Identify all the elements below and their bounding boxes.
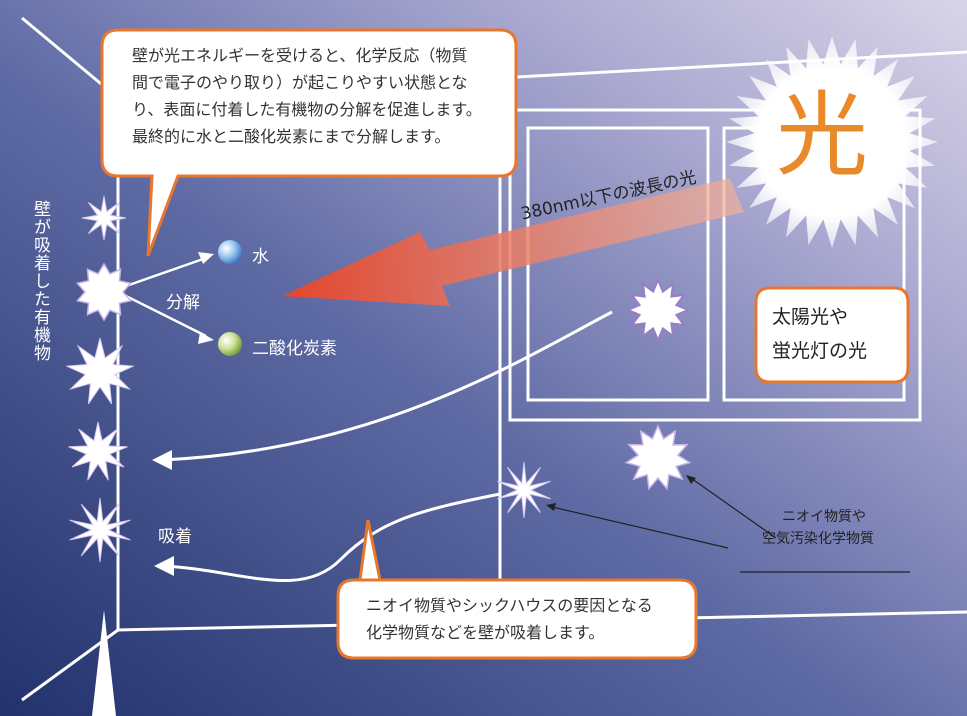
callout-adsorption-text: ニオイ物質やシックハウスの要因となる 化学物質などを壁が吸着します。 — [366, 592, 653, 646]
callout-light-text: 太陽光や 蛍光灯の光 — [772, 300, 867, 368]
callout-reaction-line: 間で電子のやり取り）が起こりやすい状態とな — [132, 73, 468, 92]
callout-light-source — [754, 286, 910, 384]
particle-star-icon — [66, 337, 134, 405]
wall-organic-label: 壁が吸着した有機物 — [30, 200, 50, 362]
callout-adsorption-line: ニオイ物質やシックハウスの要因となる — [366, 596, 653, 615]
odor-label-line: ニオイ物質や — [782, 509, 866, 525]
callout-reaction-line: り、表面に付着した有機物の分解を促進します。 — [132, 100, 482, 119]
particle-star-icon — [81, 195, 127, 241]
particle-outline-icon — [625, 277, 691, 343]
callout-light-line: 太陽光や — [772, 306, 849, 328]
light-burst — [726, 36, 938, 248]
callout-reaction-line: 最終的に水と二酸化炭素にまで分解します。 — [132, 127, 451, 146]
light-beam-arrow — [282, 178, 744, 306]
co2-molecule-icon — [218, 332, 242, 356]
adsorption-paths — [161, 310, 613, 583]
callout-reaction-text: 壁が光エネルギーを受けると、化学反応（物質 間で電子のやり取り）が起こりやすい状… — [132, 42, 482, 150]
particle-star-icon — [68, 421, 128, 481]
particle-blob-icon — [76, 262, 132, 322]
particle-blob-icon — [624, 424, 692, 491]
co2-label: 二酸化炭素 — [252, 339, 337, 359]
arrowheads — [152, 450, 174, 576]
light-character: 光 — [776, 82, 869, 189]
callout-adsorption-line: 化学物質などを壁が吸着します。 — [366, 623, 605, 642]
decompose-arrows — [125, 256, 207, 338]
particle-star-icon — [497, 461, 551, 519]
odor-label-line: 空気汚染化学物質 — [762, 531, 874, 547]
callout-light-line: 蛍光灯の光 — [772, 340, 868, 362]
water-label: 水 — [252, 247, 269, 267]
callout-reaction-line: 壁が光エネルギーを受けると、化学反応（物質 — [132, 46, 468, 65]
water-molecule-icon — [218, 240, 242, 264]
particles — [66, 195, 692, 563]
bottom-spike — [92, 610, 116, 716]
callout-adsorption — [336, 519, 698, 660]
pointer-lines — [547, 475, 910, 573]
particle-star-icon — [69, 497, 131, 563]
decompose-label: 分解 — [166, 293, 200, 313]
odor-label: ニオイ物質や 空気汚染化学物質 — [762, 506, 874, 550]
callout-reaction — [100, 28, 518, 257]
adsorb-label: 吸着 — [158, 527, 192, 547]
